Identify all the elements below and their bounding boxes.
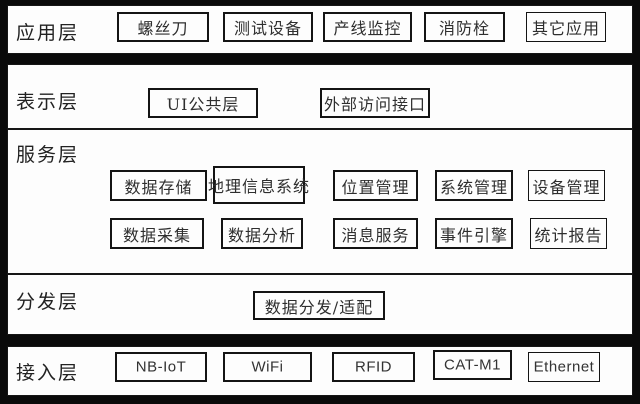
- layer-label-access: 接入层: [16, 362, 80, 384]
- layer-label-distribution: 分发层: [16, 291, 80, 313]
- service-box-statistical-report-label: 统计报告: [534, 225, 603, 245]
- access-box-rfid: RFID: [332, 352, 415, 382]
- layer-label-application: 应用层: [16, 22, 80, 44]
- app-box-screwdriver: 螺丝刀: [117, 12, 209, 42]
- service-box-statistical-report: 统计报告: [530, 218, 607, 249]
- service-box-data-storage: 数据存储: [110, 170, 207, 201]
- access-box-wifi-label: WiFi: [251, 358, 284, 376]
- service-box-data-analysis: 数据分析: [221, 218, 303, 249]
- layer-label-presentation: 表示层: [16, 91, 80, 113]
- service-box-system-management-label: 系统管理: [439, 177, 509, 197]
- service-box-device-management-label: 设备管理: [532, 177, 601, 197]
- access-box-cat-m1: CAT-M1: [433, 350, 512, 380]
- app-box-fire-hydrant: 消防栓: [424, 12, 505, 42]
- service-box-event-engine: 事件引擎: [435, 218, 513, 249]
- service-box-gis: 地理信息系统: [208, 166, 309, 204]
- service-box-data-analysis-label: 数据分析: [227, 225, 297, 245]
- app-box-screwdriver-label: 螺丝刀: [137, 19, 189, 38]
- layer-label-service: 服务层: [16, 144, 80, 166]
- app-box-production-line-monitoring-label: 产线监控: [333, 19, 402, 38]
- access-box-wifi: WiFi: [223, 352, 312, 382]
- app-box-test-equipment: 测试设备: [223, 12, 313, 42]
- service-box-message-service: 消息服务: [333, 218, 418, 249]
- divider-service-distribution: [7, 273, 633, 275]
- distribution-box-data-distribution-adaptation-label: 数据分发/适配: [264, 297, 374, 317]
- service-box-system-management: 系统管理: [435, 170, 513, 201]
- divider-presentation-service: [7, 128, 633, 130]
- service-box-event-engine-label: 事件引擎: [439, 225, 509, 245]
- distribution-box-data-distribution-adaptation: 数据分发/适配: [253, 291, 385, 320]
- app-box-production-line-monitoring: 产线监控: [323, 12, 412, 42]
- service-box-device-management: 设备管理: [528, 170, 605, 201]
- access-box-ethernet-label: Ethernet: [533, 358, 595, 376]
- service-box-data-collection-label: 数据采集: [122, 225, 192, 245]
- app-box-fire-hydrant-label: 消防栓: [438, 19, 491, 38]
- access-box-nb-iot-label: NB-IoT: [135, 358, 187, 376]
- presentation-box-ui-common-layer: UI公共层: [148, 88, 258, 118]
- access-box-nb-iot: NB-IoT: [115, 352, 207, 382]
- presentation-box-external-access-interface-label: 外部访问接口: [323, 95, 427, 114]
- access-box-rfid-label: RFID: [355, 358, 392, 376]
- app-box-test-equipment-label: 测试设备: [233, 19, 303, 38]
- service-box-data-collection: 数据采集: [110, 218, 204, 249]
- app-box-other-applications-label: 其它应用: [531, 19, 601, 38]
- presentation-box-ui-common-layer-label: UI公共层: [166, 95, 240, 114]
- service-box-message-service-label: 消息服务: [341, 225, 410, 245]
- service-box-location-management: 位置管理: [333, 170, 418, 201]
- service-box-data-storage-label: 数据存储: [124, 177, 193, 197]
- app-box-other-applications: 其它应用: [526, 12, 606, 42]
- presentation-box-external-access-interface: 外部访问接口: [320, 88, 430, 118]
- service-box-location-management-label: 位置管理: [341, 177, 410, 197]
- service-box-gis-label: 地理信息系统: [207, 177, 311, 196]
- access-box-cat-m1-label: CAT-M1: [444, 356, 501, 374]
- access-box-ethernet: Ethernet: [528, 352, 600, 382]
